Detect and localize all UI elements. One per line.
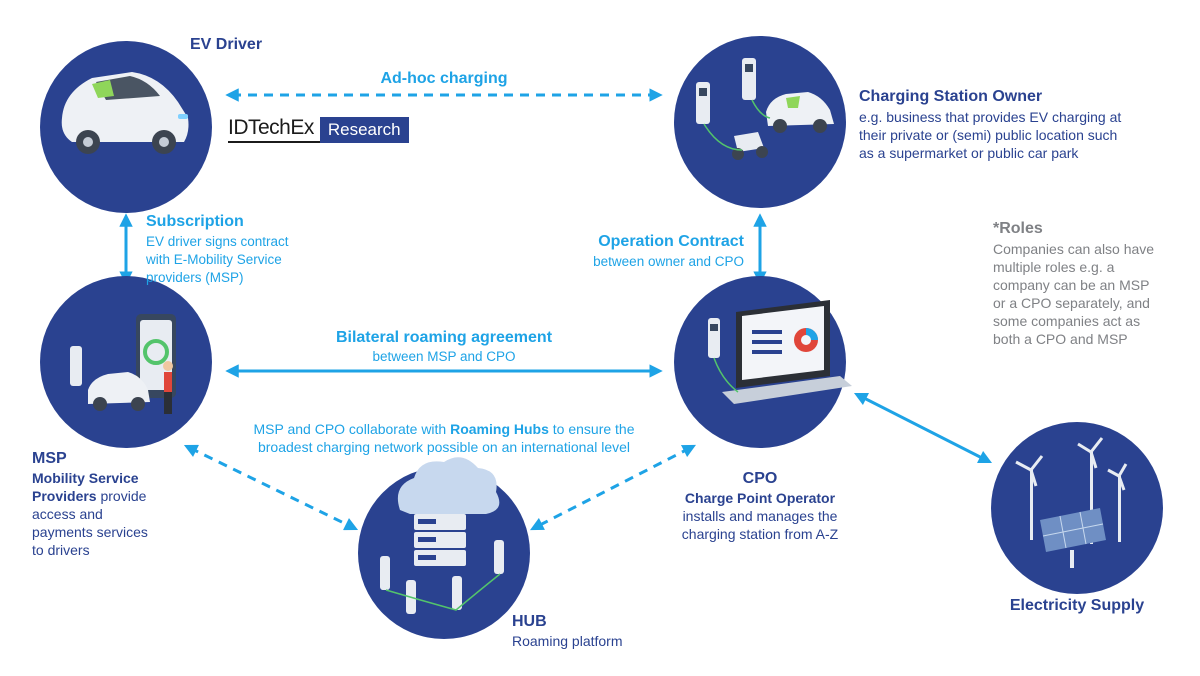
cpo-desc-1: installs and manages the [682,508,838,524]
msp-desc-bold-1: Mobility Service [32,470,139,486]
station-owner-node [674,36,846,208]
msp-desc-tail: provide [96,488,147,504]
hub-title: HUB [512,613,547,630]
station-owner-desc-2: their private or (semi) public location … [859,127,1118,143]
electricity-supply-title: Electricity Supply [1009,597,1145,614]
hub-node [358,457,530,639]
smartphone-charging-icon [70,314,176,414]
roles-note-desc-2: multiple roles e.g. a [993,259,1115,275]
station-owner-desc-1: e.g. business that provides EV charging … [859,109,1122,125]
cloud-server-icon [380,457,504,614]
roaming-hubs-note-bold: Roaming Hubs [450,421,549,437]
msp-node [40,276,212,448]
operation-contract-desc: between owner and CPO [593,254,744,269]
ev-car-icon [61,72,189,154]
msp-desc-4: payments services [32,524,148,540]
roaming-hubs-note-post: to ensure the [548,421,635,437]
cpo-desc-2: charging station from A-Z [681,526,839,542]
logo-brand: IDTechEx [228,117,320,143]
station-owner-desc-3: as a supermarket or public car park [859,145,1079,161]
roles-note-desc-3: company can be an MSP [993,277,1150,293]
subscription-desc-2: with E-Mobility Service [146,252,282,267]
electricity-supply-node [991,422,1163,594]
ev-driver-title: EV Driver [190,36,263,53]
msp-desc-3: access and [32,506,103,522]
operation-contract-title: Operation Contract [598,233,744,250]
subscription-title: Subscription [146,213,244,230]
subscription-desc-3: providers (MSP) [146,270,244,285]
roles-note-desc-1: Companies can also have [993,241,1155,257]
roles-note-title: *Roles [993,220,1043,237]
msp-desc-bold-2: Providers [32,488,97,504]
roaming-hubs-note-line-2: broadest charging network possible on an… [257,439,630,455]
hub-subtitle: Roaming platform [512,633,623,649]
msp-title: MSP [32,450,67,467]
cpo-subtitle: Charge Point Operator [684,490,836,506]
msp-hub-connector [183,444,359,531]
roles-note-desc-5: some companies act as [993,313,1141,329]
station-owner-title: Charging Station Owner [859,88,1043,105]
adhoc-charging-label: Ad-hoc charging [380,70,508,87]
roles-note-desc-4: or a CPO separately, and [993,295,1150,311]
msp-desc-2: Providers provide [32,487,146,505]
cpo-hub-connector [529,444,697,531]
subscription-desc-1: EV driver signs contract [146,234,289,249]
laptop-dashboard-icon [708,300,852,404]
roaming-hubs-note-pre: MSP and CPO collaborate with [253,421,451,437]
idtechex-research-logo: IDTechEx Research [228,117,409,143]
ev-driver-node [40,41,212,213]
roles-note-desc-6: both a CPO and MSP [993,331,1128,347]
cpo-electricity-connector [853,392,993,464]
wind-solar-icon [1015,437,1128,568]
cpo-title: CPO [742,470,778,487]
msp-desc-5: to drivers [32,542,90,558]
cpo-node [674,276,852,448]
roaming-hubs-note-line-1: MSP and CPO collaborate with Roaming Hub… [224,420,664,438]
bilateral-roaming-desc: between MSP and CPO [372,349,516,364]
charging-station-icon [696,58,834,160]
logo-suffix: Research [319,117,409,143]
bilateral-roaming-title: Bilateral roaming agreement [335,329,553,346]
